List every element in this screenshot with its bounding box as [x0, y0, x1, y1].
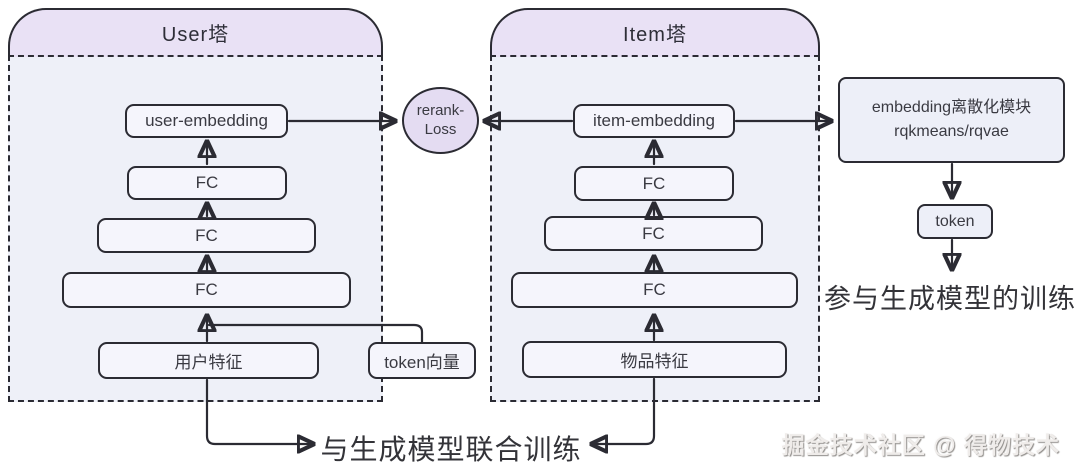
- item-fc-box-1: FC: [574, 166, 734, 201]
- rerank-loss-line1: rerank-: [416, 101, 465, 119]
- user-tower-title: User塔: [161, 24, 230, 46]
- item-tower-title: Item塔: [623, 24, 687, 46]
- caption-generative-training: 参与生成模型的训练: [824, 284, 1076, 314]
- embedding-discretization-box: embedding离散化模块 rqkmeans/rqvae: [838, 77, 1065, 163]
- item-features-box: 物品特征: [522, 341, 787, 378]
- discretization-line2: rqkmeans/rqvae: [894, 123, 1009, 140]
- user-features-box: 用户特征: [98, 342, 319, 379]
- discretization-line1: embedding离散化模块: [871, 99, 1032, 116]
- rerank-loss-line2: Loss: [424, 120, 457, 138]
- token-box: token: [917, 204, 993, 239]
- item-embedding-box: item-embedding: [573, 104, 735, 138]
- watermark: 掘金技术社区 @ 得物技术: [781, 432, 1060, 458]
- user-fc-box-3: FC: [62, 272, 351, 308]
- user-embedding-box: user-embedding: [125, 104, 288, 138]
- rerank-loss-node: rerank- Loss: [402, 87, 479, 154]
- token-vector-box: token向量: [368, 342, 476, 379]
- user-tower-header: User塔: [8, 8, 383, 57]
- item-fc-box-2: FC: [544, 216, 763, 251]
- user-fc-box-2: FC: [97, 218, 316, 253]
- caption-joint-training: 与生成模型联合训练: [320, 434, 582, 465]
- user-fc-box-1: FC: [127, 166, 287, 200]
- item-fc-box-3: FC: [511, 272, 798, 308]
- item-tower-header: Item塔: [490, 8, 820, 57]
